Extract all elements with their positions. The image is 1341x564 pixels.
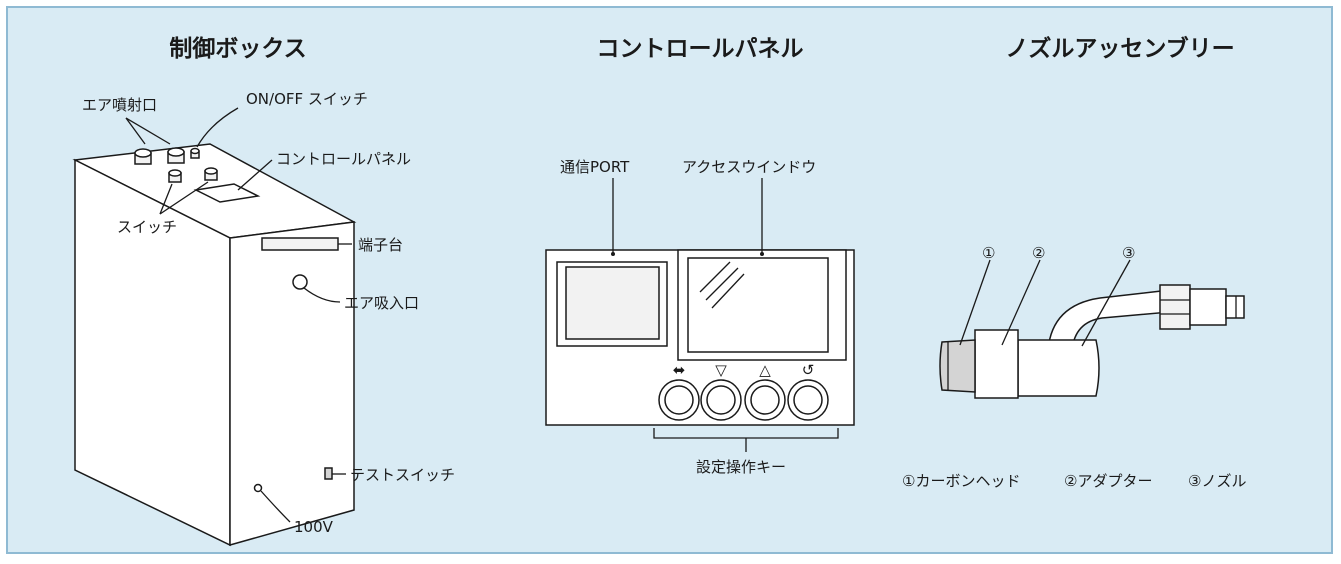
title-nozzle-assembly: ノズルアッセンブリー — [1005, 35, 1234, 62]
key-symbol-2-icon: ▽ — [715, 361, 727, 379]
leader-dot-comm-port — [611, 252, 615, 256]
glass-glare-3 — [711, 273, 745, 309]
label-air-inlet: エア吸入口 — [344, 294, 419, 312]
leader-power — [260, 490, 291, 523]
nozzle-fitting-nut — [1159, 284, 1191, 330]
adapter-body — [974, 329, 1019, 399]
key-symbol-1-icon: ⬌ — [673, 361, 686, 379]
leader-on-off — [196, 107, 239, 148]
marker-3-label: ③ — [1122, 244, 1135, 262]
label-control-panel: コントロールパネル — [276, 150, 411, 168]
leader-dot-access-window — [760, 252, 764, 256]
glass-glare-2 — [705, 267, 739, 301]
setting-key-4 — [787, 379, 829, 421]
leader-air-outlet-1 — [125, 117, 146, 145]
nozzle-assembly-drawing — [939, 259, 1245, 399]
key-symbol-3-icon: △ — [759, 361, 771, 379]
label-air-outlet: エア噴射口 — [82, 96, 157, 114]
test-switch-knob — [324, 467, 333, 480]
leader-switch-2 — [159, 181, 209, 215]
switch-knob-2 — [204, 167, 218, 181]
setting-keys-bracket — [653, 428, 839, 439]
box-right-face — [229, 221, 355, 546]
label-comm-port: 通信PORT — [560, 158, 630, 176]
nozzle-fitting-end — [1225, 295, 1245, 319]
control-panel-drawing: ⬌ ▽ △ ↺ — [545, 178, 855, 452]
nozzle-block — [1017, 339, 1100, 397]
label-access-window: アクセスウインドウ — [682, 158, 816, 176]
leader-marker-3 — [1081, 259, 1131, 347]
leader-switch-1 — [159, 183, 173, 215]
label-test-switch: テストスイッチ — [350, 466, 455, 484]
on-off-switch-knob — [190, 147, 200, 159]
label-terminal-block: 端子台 — [358, 236, 403, 254]
legend-carbon-head: ①カーボンヘッド — [902, 472, 1020, 490]
box-panel-window — [193, 183, 261, 203]
glass-glare-1 — [699, 261, 731, 293]
label-power: 100V — [294, 518, 334, 536]
leader-control-panel — [237, 159, 273, 191]
access-window-glass — [687, 257, 829, 353]
legend-adapter: ②アダプター — [1064, 472, 1152, 490]
nozzle-fitting-body — [1189, 288, 1227, 326]
title-control-box: 制御ボックス — [169, 35, 306, 62]
setting-key-1 — [658, 379, 700, 421]
air-outlet-right — [167, 147, 185, 164]
control-box-drawing — [72, 107, 357, 547]
label-switch: スイッチ — [117, 218, 177, 236]
leader-marker-1 — [959, 259, 991, 346]
marker-1-label: ① — [982, 244, 995, 262]
key-symbol-4-icon: ↺ — [802, 361, 815, 379]
setting-key-3 — [744, 379, 786, 421]
carbon-head — [939, 339, 976, 393]
comm-port-cover — [565, 266, 660, 340]
terminal-block-slot — [261, 237, 339, 251]
air-outlet-left — [134, 148, 152, 165]
leader-air-outlet-2 — [125, 117, 171, 145]
setting-key-2 — [700, 379, 742, 421]
air-inlet-port — [292, 274, 308, 290]
label-on-off-switch: ON/OFF スイッチ — [246, 90, 368, 108]
marker-2-label: ② — [1032, 244, 1045, 262]
label-setting-keys: 設定操作キー — [696, 458, 786, 476]
leader-marker-2 — [1001, 259, 1041, 346]
switch-knob-1 — [168, 169, 182, 183]
leader-air-inlet — [303, 287, 341, 303]
power-entry — [253, 483, 263, 493]
legend-nozzle: ③ノズル — [1188, 472, 1246, 490]
title-control-panel: コントロールパネル — [597, 36, 804, 62]
